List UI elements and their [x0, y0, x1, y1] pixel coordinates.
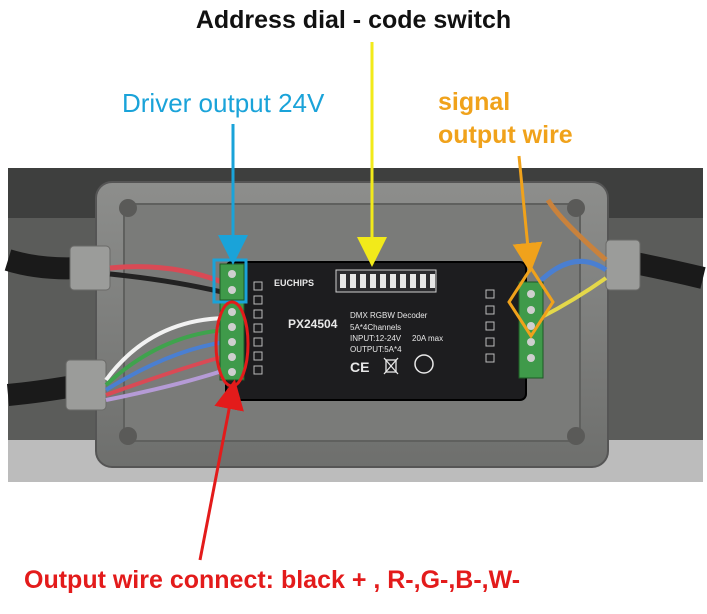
output-wire-label: Output wire connect: black + , R-,G-,B-,…	[24, 566, 521, 594]
cable-gland	[605, 239, 641, 291]
terminal-screw	[527, 290, 535, 298]
weee-bin-icon	[383, 357, 399, 375]
address-dial-label: Address dial - code switch	[195, 6, 512, 34]
spec-line4: OUTPUT:5A*4	[350, 345, 402, 354]
terminal-screw	[228, 338, 236, 346]
screw-hole	[567, 427, 585, 445]
screw-hole	[567, 199, 585, 217]
wire-red	[109, 264, 223, 285]
right-pin-markers	[485, 289, 495, 363]
cable-gland	[69, 245, 111, 291]
cable-gland	[65, 359, 107, 411]
output-wire-arrow	[198, 379, 244, 561]
spec-line2: 5A*4Channels	[350, 323, 401, 332]
wire-violet	[105, 368, 226, 402]
terminal-screw	[527, 306, 535, 314]
brand-text: EUCHIPS	[274, 278, 314, 288]
terminal-screw	[228, 308, 236, 316]
driver-output-label: Driver output 24V	[122, 88, 325, 118]
signal-terminal-highlight	[507, 265, 555, 339]
terminal-screw	[527, 354, 535, 362]
spec-line1: DMX RGBW Decoder	[350, 311, 428, 320]
signal-label-line1: signal	[438, 88, 511, 116]
dip-switch-levers	[340, 274, 435, 288]
ce-mark: CE	[350, 359, 369, 375]
terminal-screw	[228, 286, 236, 294]
wire-white	[104, 316, 226, 382]
signal-wire-arrow	[512, 155, 543, 273]
wire-brown	[545, 198, 608, 262]
wire-black	[109, 271, 223, 295]
cable-left-top	[4, 249, 81, 280]
wire-red-2	[105, 354, 226, 397]
wire-blue	[104, 340, 226, 392]
screw-hole	[119, 199, 137, 217]
terminal-screw	[228, 323, 236, 331]
wire-green	[104, 328, 226, 387]
signal-label-line2: output wire	[438, 121, 573, 149]
terminal-screw	[527, 322, 535, 330]
spec-line3b: 20A max	[412, 334, 443, 343]
spec-line3: INPUT:12-24V	[350, 334, 402, 343]
terminal-screw	[228, 270, 236, 278]
signal-output-label: signal output wire	[438, 86, 573, 152]
screw-hole	[119, 427, 137, 445]
terminal-screw	[228, 353, 236, 361]
model-text: PX24504	[288, 317, 338, 331]
left-pin-markers	[253, 281, 263, 375]
power-terminal-block	[219, 263, 245, 301]
terminal-screw	[228, 368, 236, 376]
certification-logo-icon	[414, 354, 434, 374]
terminal-screw	[527, 338, 535, 346]
